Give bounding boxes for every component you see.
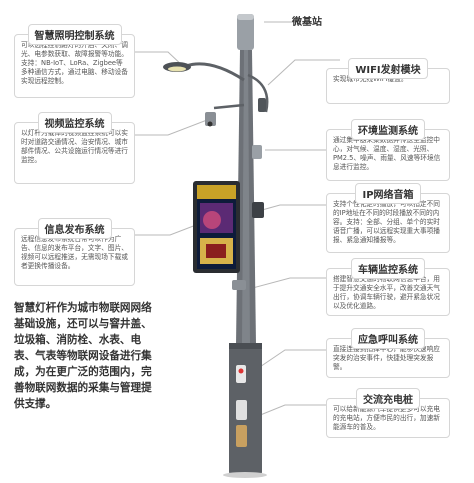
vehicle-camera — [232, 280, 246, 290]
card-title: 视频监控系统 — [37, 112, 112, 133]
card-title: IP网络音箱 — [355, 183, 421, 204]
charging-pile-card: 交流充电桩 可以给新能源汽车提供更多可以充电的充电站，方便市民的出行，加速新能源… — [326, 388, 450, 438]
video-surveillance-card: 视频监控系统 以灯杆为载体的视频监控系统可以实时对道路交通情况、治安情况、城市部… — [14, 112, 135, 184]
wifi-module — [258, 98, 266, 112]
card-desc: 实现城市无线WIFI覆盖。 — [333, 75, 408, 83]
info-release-card: 信息发布系统 远程信息发布系统日常可以作为广告、信息的发布平台，文字、图片、视频… — [14, 218, 135, 286]
card-desc: 可以给新能源汽车提供更多可以充电的充电站，方便市民的出行，加速新能源车的普及。 — [333, 405, 440, 431]
wifi-module-card: WIFI发射模块 实现城市无线WIFI覆盖。 — [326, 58, 450, 104]
card-title: 应急呼叫系统 — [351, 328, 425, 349]
card-desc: 通过集中器采集数据并传送至监控中心，对气候、温度、湿度、光照、PM2.5、噪声、… — [333, 136, 441, 171]
card-title: 智慧照明控制系统 — [27, 24, 122, 45]
card-title: 环境监测系统 — [351, 119, 425, 140]
lamp-arm — [185, 62, 245, 82]
card-desc: 直接连接到指挥中心，能够快速响应突发的治安事件，快捷处理突发报警。 — [333, 345, 440, 371]
camera — [205, 112, 216, 126]
ip-speaker — [252, 202, 264, 218]
charging-display — [236, 400, 247, 420]
ip-speaker-card: IP网络音箱 支持个性化定时播放，可以指定不同的IP地址在不同的时段播放不同的内… — [326, 183, 450, 253]
emergency-call-panel — [236, 365, 246, 383]
micro-base-station — [237, 14, 254, 50]
card-title: 车辆监控系统 — [351, 258, 425, 279]
bottom-note: 智慧灯杆作为城市物联网网络基础设施，还可以与窨井盖、垃圾箱、消防栓、水表、电表、… — [14, 302, 152, 410]
card-title: 交流充电桩 — [356, 388, 420, 409]
environment-sensor — [252, 145, 262, 159]
smart-lighting-card: 智慧照明控制系统 可以远程控制路灯的开启、关闭、调光、电参数获取、故障报警等功能… — [14, 24, 135, 98]
card-desc: 搭建智慧交通的物联网信息平台，用于提升交通安全水平，改善交通天气出行，协调车辆行… — [333, 275, 440, 310]
wifi-arm — [247, 73, 269, 113]
charging-port — [236, 425, 247, 447]
card-desc: 远程信息发布系统日常可以作为广告、信息的发布平台，文字、图片、视频可以远程推送，… — [21, 235, 128, 270]
card-title: 信息发布系统 — [37, 218, 112, 239]
micro-base-station-label: 微基站 — [292, 17, 322, 28]
card-desc: 可以远程控制路灯的开启、关闭、调光、电参数获取、故障报警等功能。支持：NB-Io… — [21, 41, 128, 85]
environment-monitoring-card: 环境监测系统 通过集中器采集数据并传送至监控中心，对气候、温度、湿度、光照、PM… — [326, 119, 450, 181]
emergency-call-card: 应急呼叫系统 直接连接到指挥中心，能够快速响应突发的治安事件，快捷处理突发报警。 — [326, 328, 450, 378]
card-desc: 以灯杆为载体的视频监控系统可以实时对道路交通情况、治安情况、城市部件情况、公共设… — [21, 129, 128, 164]
card-desc: 支持个性化定时播放，可以指定不同的IP地址在不同的时段播放不同的内容。支持：全部… — [333, 200, 440, 244]
card-title: WIFI发射模块 — [348, 58, 428, 79]
vehicle-monitoring-card: 车辆监控系统 搭建智慧交通的物联网信息平台，用于提升交通安全水平，改善交通天气出… — [326, 258, 450, 316]
